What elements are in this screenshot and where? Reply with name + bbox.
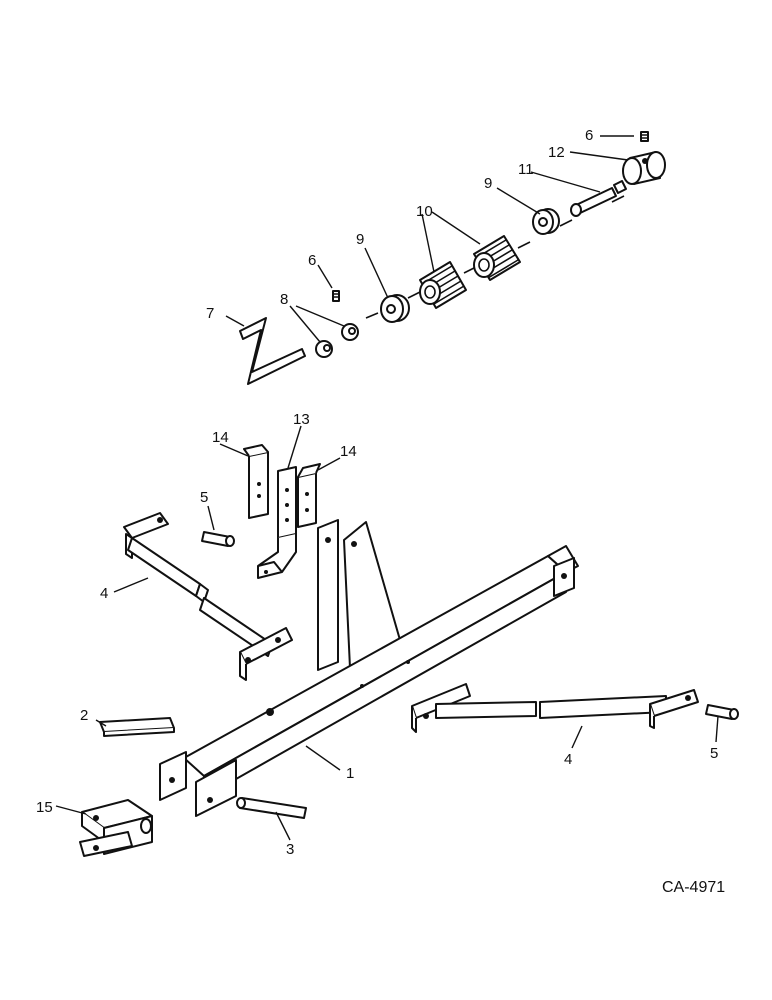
- part-14-bracket-right: [297, 463, 321, 528]
- part-11-pin: [570, 180, 627, 217]
- callout-10: 10: [416, 203, 433, 220]
- callout-4-left: 4: [100, 585, 108, 602]
- callout-9-right: 9: [484, 175, 492, 192]
- callout-5-right: 5: [710, 745, 718, 762]
- callout-11: 11: [518, 161, 534, 178]
- part-9-washer-right: [532, 208, 560, 235]
- callout-2: 2: [80, 707, 88, 724]
- callout-1: 1: [346, 765, 354, 782]
- callout-3: 3: [286, 841, 294, 858]
- part-15-clevis: [79, 799, 153, 857]
- part-9-washer-left: [380, 294, 410, 323]
- part-10-spring-left: [419, 261, 467, 309]
- callout-13: 13: [293, 411, 310, 428]
- callout-14-left: 14: [212, 429, 229, 446]
- leader-lines: [55, 135, 719, 841]
- callout-5-left: 5: [200, 489, 208, 506]
- part-2-plate: [99, 717, 175, 737]
- assembly-centerline: [365, 195, 625, 319]
- callout-4-right: 4: [564, 751, 572, 768]
- part-14-bracket-left: [243, 444, 269, 519]
- drawing-number: CA-4971: [662, 879, 725, 896]
- part-6-screw-upper: [640, 131, 649, 142]
- callout-8: 8: [280, 291, 288, 308]
- callout-15: 15: [36, 799, 53, 816]
- callout-6-upper: 6: [585, 127, 593, 144]
- part-4-arm-left: [123, 512, 293, 681]
- part-12-collar: [622, 151, 666, 185]
- part-10-spring-right: [473, 235, 521, 281]
- callout-12: 12: [548, 144, 565, 161]
- part-1-main-frame: [159, 519, 579, 817]
- callout-14-right: 14: [340, 443, 357, 460]
- part-3-pin: [236, 797, 307, 819]
- callout-7: 7: [206, 305, 214, 322]
- part-5-pin-right: [705, 704, 739, 720]
- callout-6-lower: 6: [308, 252, 316, 269]
- part-6-screw-lower: [332, 290, 340, 302]
- part-4-arm-right: [411, 683, 699, 733]
- part-7-z-rod: [239, 317, 306, 385]
- part-5-pin-left: [201, 531, 235, 547]
- part-8-bushing-right: [341, 323, 359, 341]
- callout-9-left: 9: [356, 231, 364, 248]
- part-8-bushing-left: [315, 340, 333, 358]
- part-13-bracket-center: [257, 466, 297, 579]
